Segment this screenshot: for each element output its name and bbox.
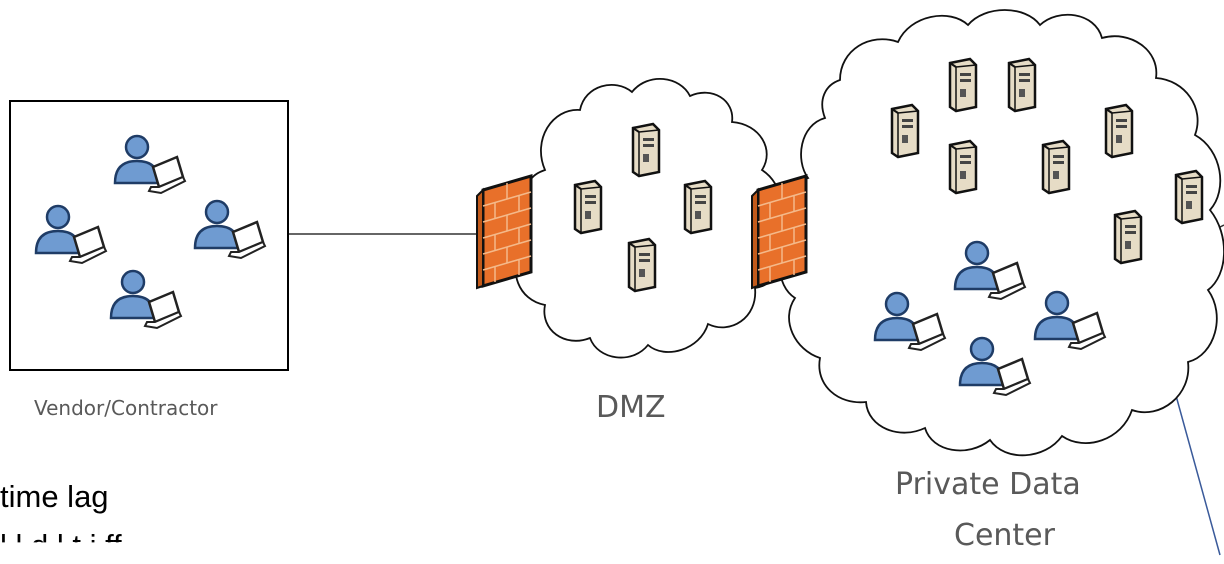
firewall-icon <box>750 174 808 290</box>
server-tower-icon <box>1113 209 1143 265</box>
body-text-line-2: l l d l t i ff <box>0 528 122 563</box>
firewall-icon <box>475 174 533 290</box>
dmz-label: DMZ <box>596 390 666 425</box>
server-tower-icon <box>948 139 978 195</box>
server-tower-icon <box>1007 57 1037 113</box>
vendor-contractor-label: Vendor/Contractor <box>34 396 218 420</box>
server-tower-icon <box>631 122 661 178</box>
server-tower-icon <box>573 179 603 235</box>
server-tower-icon <box>1174 169 1204 225</box>
server-tower-icon <box>1041 139 1071 195</box>
private-data-center-label-line1: Private Data <box>895 467 1081 502</box>
server-tower-icon <box>1104 103 1134 159</box>
server-tower-icon <box>948 57 978 113</box>
server-tower-icon <box>683 179 713 235</box>
private-data-center-label-line2: Center <box>954 518 1055 553</box>
body-text-line-1: time lag <box>0 479 109 514</box>
callout-line <box>1174 391 1221 556</box>
server-tower-icon <box>627 237 657 293</box>
server-tower-icon <box>890 103 920 159</box>
dmz-cloud <box>507 77 782 359</box>
